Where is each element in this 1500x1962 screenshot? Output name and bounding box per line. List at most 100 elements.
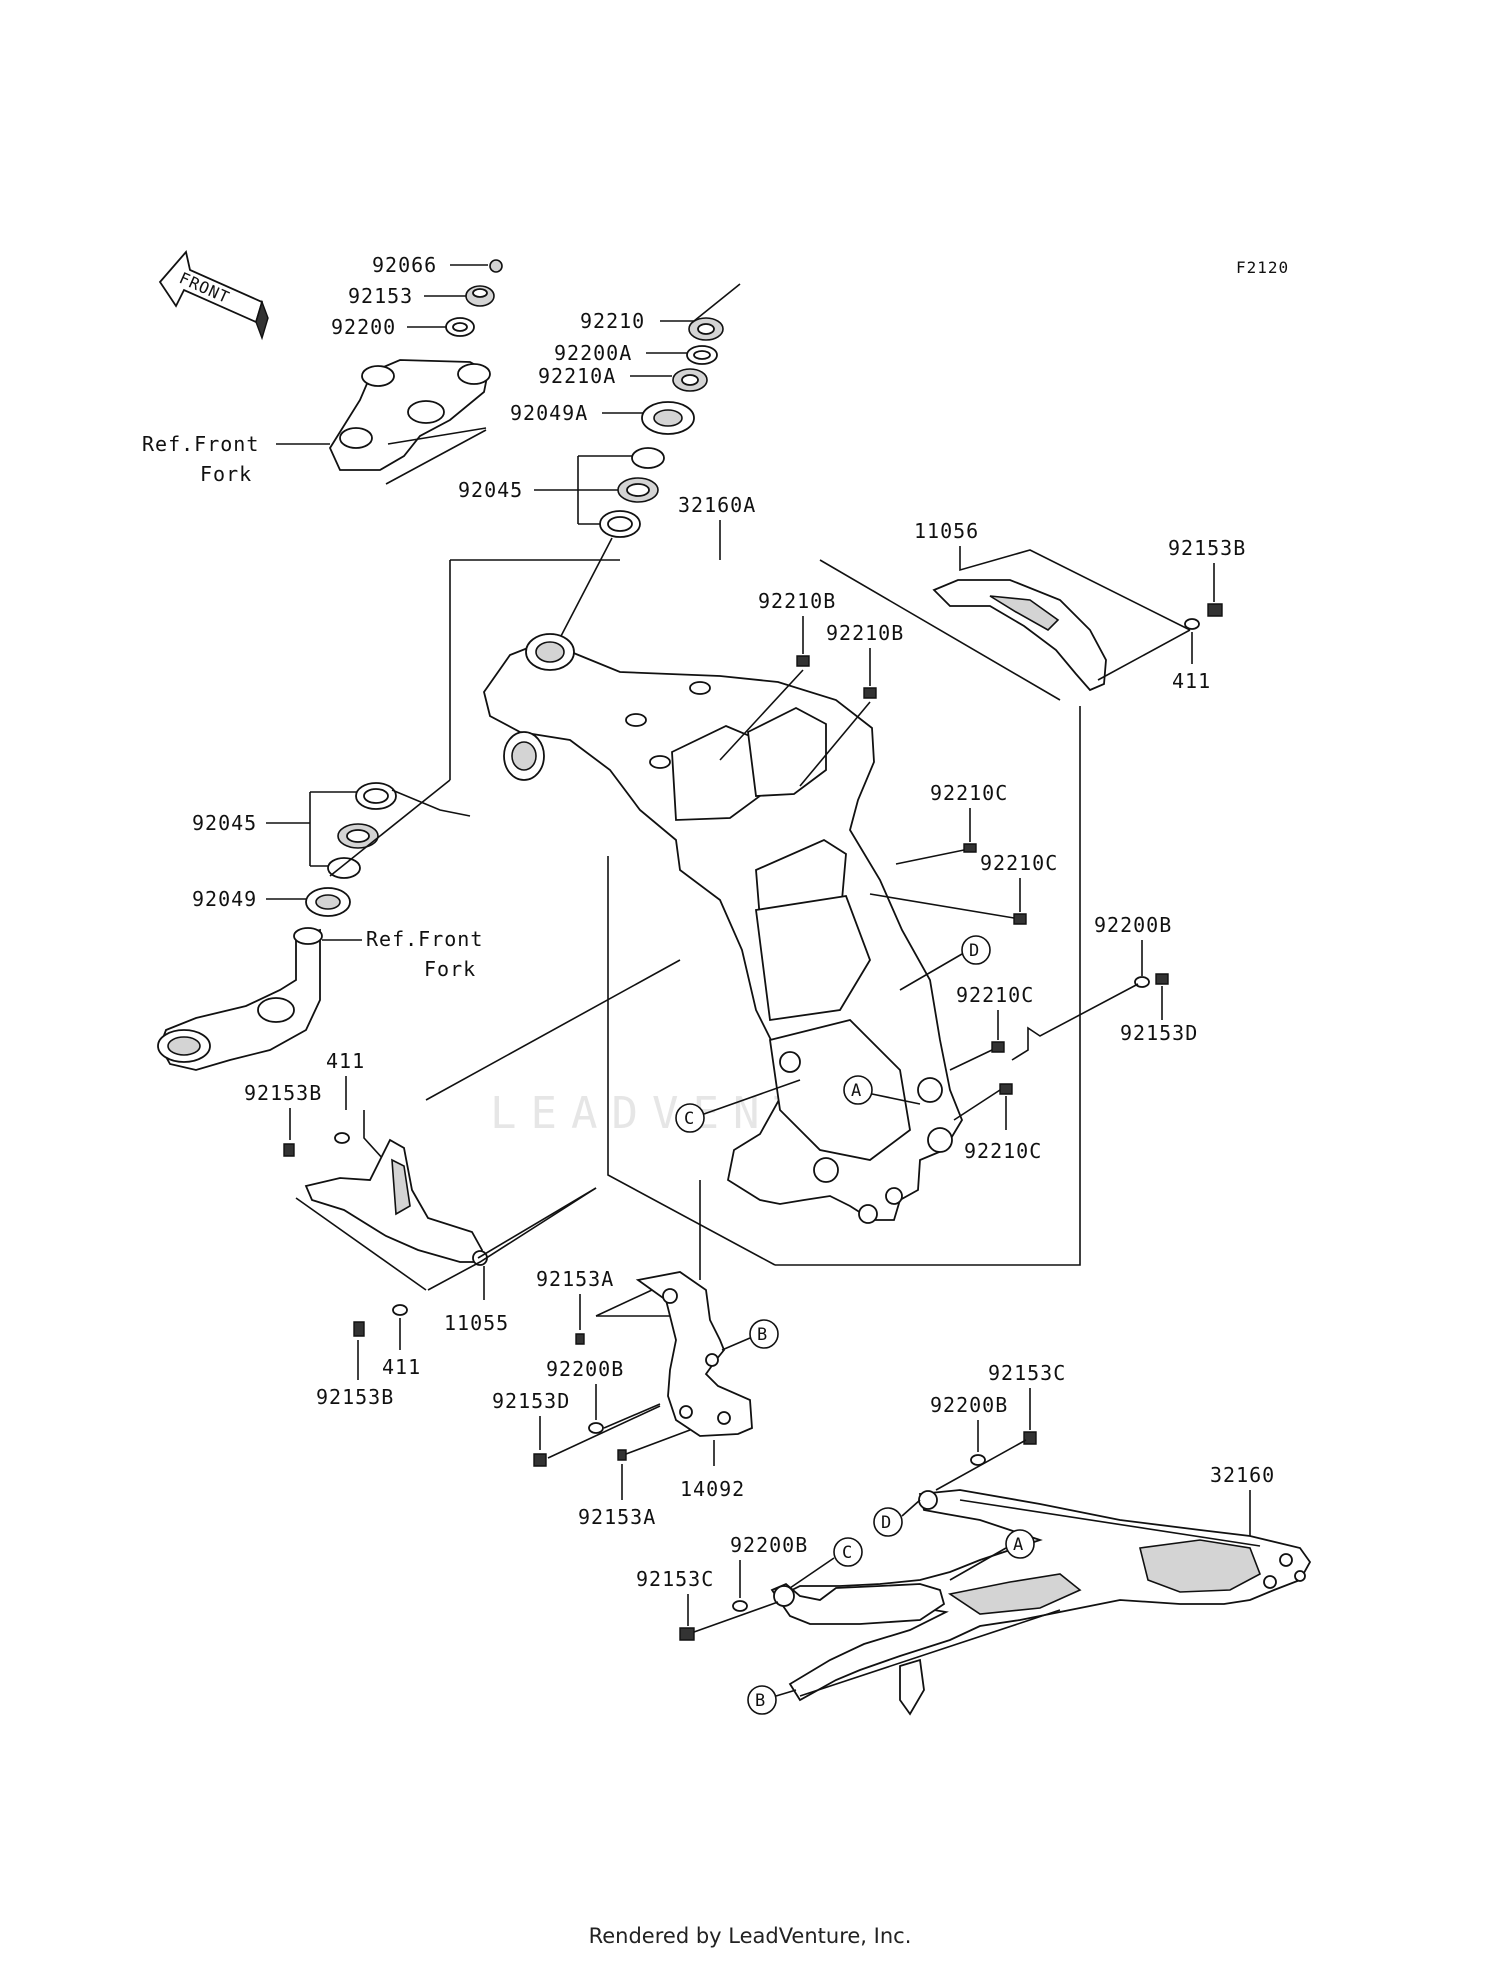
- callout-11056: 11056: [914, 519, 979, 543]
- svg-text:A: A: [1013, 1535, 1023, 1555]
- bracket-main-frame-right: [775, 706, 1081, 1266]
- leader-clamp-bolt: [387, 427, 487, 445]
- callout-92200B-mid: 92200B: [546, 1357, 624, 1381]
- leader-92153A-2: [625, 1429, 691, 1455]
- callout-92045-top: 92045: [458, 478, 523, 502]
- callout-92153C-1: 92153C: [988, 1361, 1066, 1385]
- leader-11055-top: [363, 1110, 385, 1161]
- lower-triple-clamp: [157, 927, 323, 1071]
- callout-92153A-1: 92153A: [536, 1267, 614, 1291]
- bracket-11055-a: [295, 1197, 427, 1291]
- part-92200-washer: [445, 317, 475, 337]
- leader-marker-A-subframe: [949, 1547, 1007, 1581]
- marker-D-subframe: D: [873, 1507, 903, 1537]
- leader-11056-b: [1097, 629, 1191, 681]
- callout-92153D-right: 92153D: [1120, 1021, 1198, 1045]
- callout-92210B-2: 92210B: [826, 621, 904, 645]
- leader-92210-upper: [693, 283, 741, 322]
- callout-92210A: 92210A: [538, 364, 616, 388]
- callout-411-right: 411: [1172, 669, 1211, 693]
- leader-92153C-2b: [693, 1601, 779, 1633]
- ref-front-fork-bot-line1: Ref.Front: [366, 927, 483, 951]
- marker-A-frame: A: [843, 1075, 873, 1105]
- marker-A-subframe: A: [1005, 1529, 1035, 1559]
- marker-C-frame: C: [675, 1103, 705, 1133]
- leader-92210B-1b: [719, 669, 804, 761]
- leader-92153A-1b: [595, 1289, 653, 1317]
- callout-92200B-sub2: 92200B: [730, 1533, 808, 1557]
- leader-marker-B-cover: [721, 1337, 751, 1351]
- callout-92200-top: 92200: [331, 315, 396, 339]
- leader-marker-C-frame: [703, 1079, 801, 1115]
- callout-92153B-right: 92153B: [1168, 536, 1246, 560]
- leader-92210C-1b: [895, 849, 965, 865]
- leader-11055-main: [425, 959, 681, 1101]
- callout-14092: 14092: [680, 1477, 745, 1501]
- leader-92210C-4b: [953, 1089, 1001, 1121]
- callout-92153B-left-bot: 92153B: [316, 1385, 394, 1409]
- callout-92045-left: 92045: [192, 811, 257, 835]
- leader-92045-top-head: [559, 537, 613, 639]
- leader-marker-D-subframe: [901, 1499, 921, 1517]
- part-92210-locknut: [688, 317, 724, 341]
- marker-C-subframe: C: [833, 1537, 863, 1567]
- part-411-washer-left-bot: [392, 1304, 408, 1316]
- part-92200B-washer-right: [1134, 976, 1150, 988]
- part-92200B-washer-sub2: [732, 1600, 748, 1612]
- bracket-32160A-right: [819, 559, 1061, 701]
- leader-marker-C-subframe: [789, 1557, 835, 1589]
- leader-92210C-2b: [869, 893, 1015, 919]
- svg-text:B: B: [757, 1325, 767, 1345]
- leader-92210C-3b: [949, 1049, 993, 1071]
- callout-92210C-2: 92210C: [980, 851, 1058, 875]
- callout-32160A: 32160A: [678, 493, 756, 517]
- part-92210B-bolt-1: [796, 655, 810, 667]
- part-92049A-seal: [641, 401, 695, 435]
- part-92200B-washer-sub1: [970, 1454, 986, 1466]
- part-92049-seal: [305, 887, 351, 917]
- callout-92049: 92049: [192, 887, 257, 911]
- part-11056-bracket: [932, 579, 1107, 692]
- leader-92210B-2b: [799, 701, 871, 787]
- svg-text:B: B: [755, 1691, 765, 1711]
- callout-92200B-sub1: 92200B: [930, 1393, 1008, 1417]
- callout-92153B-left-top: 92153B: [244, 1081, 322, 1105]
- leader-marker-D-frame: [899, 953, 963, 991]
- part-11055-bracket: [304, 1138, 488, 1266]
- part-92045-left-bearing: [327, 782, 397, 879]
- part-92210B-bolt-2: [863, 687, 877, 699]
- callout-92049A: 92049A: [510, 401, 588, 425]
- ref-front-fork-top-line2: Fork: [200, 462, 252, 486]
- leader-11055-frame: [477, 1187, 597, 1259]
- callout-92066: 92066: [372, 253, 437, 277]
- part-92210C-bolt-3: [991, 1041, 1005, 1053]
- ref-bracket-top: [385, 429, 487, 485]
- part-92210C-bolt-2: [1013, 913, 1027, 925]
- part-92153B-bolt-left-bot: [353, 1321, 365, 1337]
- marker-B-subframe: B: [747, 1685, 777, 1715]
- part-92200B-washer-mid: [588, 1422, 604, 1434]
- callout-32160: 32160: [1210, 1463, 1275, 1487]
- bracket-11055-b: [427, 1187, 597, 1291]
- part-92153D-bolt-right: [1155, 973, 1169, 985]
- callout-92210C-3: 92210C: [956, 983, 1034, 1007]
- part-92200A-washer: [686, 345, 718, 365]
- part-92210A-locknut: [672, 368, 708, 392]
- part-92045-top-bearing: [599, 447, 665, 538]
- part-92153C-bolt-2: [679, 1627, 695, 1641]
- part-92210C-bolt-4: [999, 1083, 1013, 1095]
- marker-D-frame: D: [961, 935, 991, 965]
- main-frame-32160A: [483, 633, 964, 1224]
- upper-triple-clamp: [328, 359, 491, 471]
- leader-92153D-frame: [1011, 983, 1139, 1061]
- footer-credit: Rendered by LeadVenture, Inc.: [588, 1924, 912, 1948]
- part-14092-cover: [635, 1271, 753, 1437]
- callout-11055: 11055: [444, 1311, 509, 1335]
- front-arrow-label: FRONT: [176, 268, 232, 307]
- part-92153C-bolt-1: [1023, 1431, 1037, 1445]
- svg-text:D: D: [881, 1513, 891, 1533]
- callout-92210: 92210: [580, 309, 645, 333]
- callout-92153D-mid: 92153D: [492, 1389, 570, 1413]
- leader-marker-A-frame: [871, 1093, 921, 1105]
- leader-11056: [959, 546, 1191, 631]
